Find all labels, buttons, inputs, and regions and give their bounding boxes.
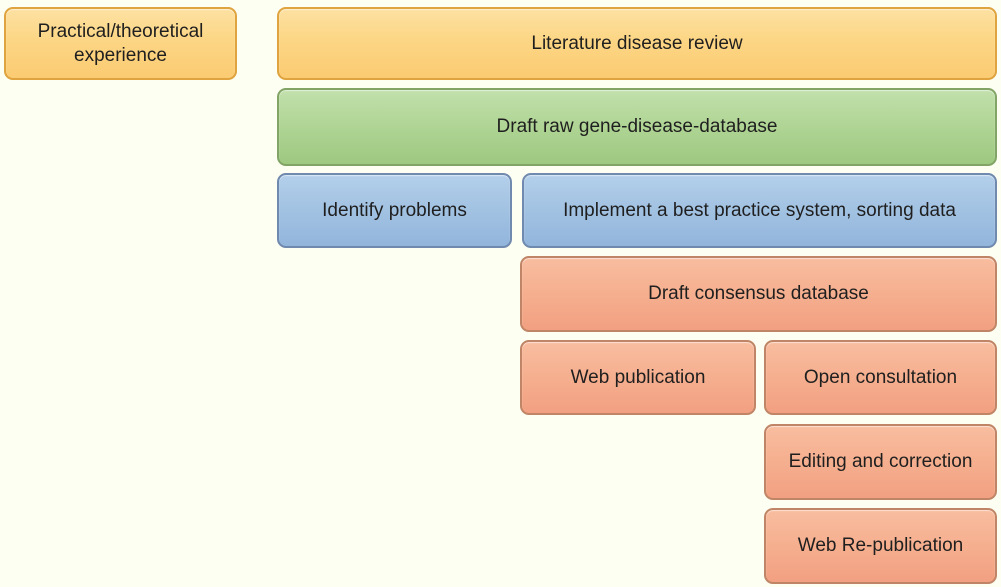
box-web-re-publication: Web Re-publication xyxy=(764,508,997,584)
box-implement-best-practice-system: Implement a best practice system, sortin… xyxy=(522,173,997,248)
box-draft-consensus-database: Draft consensus database xyxy=(520,256,997,332)
box-identify-problems: Identify problems xyxy=(277,173,512,248)
box-literature-disease-review: Literature disease review xyxy=(277,7,997,80)
box-open-consultation: Open consultation xyxy=(764,340,997,415)
box-draft-raw-gene-disease-database: Draft raw gene-disease-database xyxy=(277,88,997,166)
box-editing-and-correction: Editing and correction xyxy=(764,424,997,500)
box-web-publication: Web publication xyxy=(520,340,756,415)
box-practical-theoretical-experience: Practical/theoretical experience xyxy=(4,7,237,80)
